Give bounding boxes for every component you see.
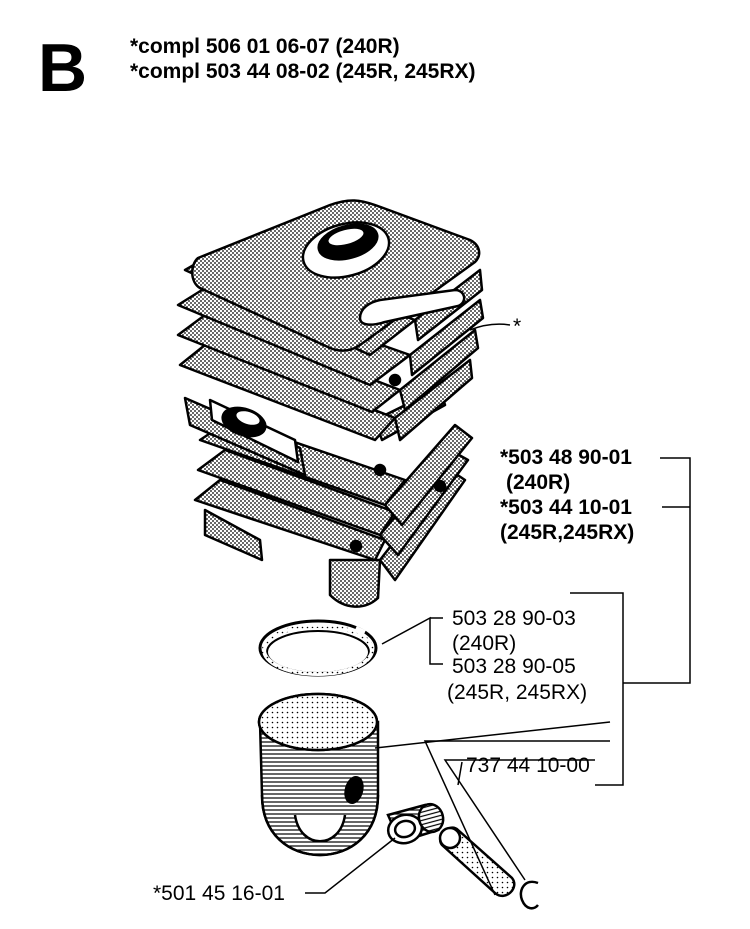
ring-240r-model: (240R) xyxy=(452,632,517,655)
circlip-illustration xyxy=(519,880,539,910)
cylinder-240r-part-number: *503 48 90-01 xyxy=(500,446,632,469)
cylinder-marker: * xyxy=(513,315,522,338)
piston-pin-illustration xyxy=(438,826,516,898)
ring-245r-part-number: 503 28 90-05 xyxy=(452,655,576,678)
ring-240r-part-number: 503 28 90-03 xyxy=(452,607,576,630)
cylinder-240r-model: (240R) xyxy=(506,471,571,494)
leader-lines xyxy=(305,457,691,896)
piston-pin-part-number: 737 44 10-00 xyxy=(466,754,590,777)
needle-bearing-illustration xyxy=(386,802,445,845)
cylinder-245r-part-number: *503 44 10-01 xyxy=(500,496,632,519)
ring-245r-model: (245R, 245RX) xyxy=(447,681,588,704)
section-letter: B xyxy=(38,30,88,106)
cylinder-illustration xyxy=(176,199,511,608)
kit-title-245r: *compl 503 44 08-02 (245R, 245RX) xyxy=(130,60,476,83)
cylinder-245r-model: (245R,245RX) xyxy=(500,521,635,544)
piston-illustration xyxy=(257,692,611,857)
piston-ring-illustration xyxy=(258,619,378,677)
bearing-part-number: *501 45 16-01 xyxy=(153,882,285,905)
kit-title-240r: *compl 506 01 06-07 (240R) xyxy=(130,35,400,58)
